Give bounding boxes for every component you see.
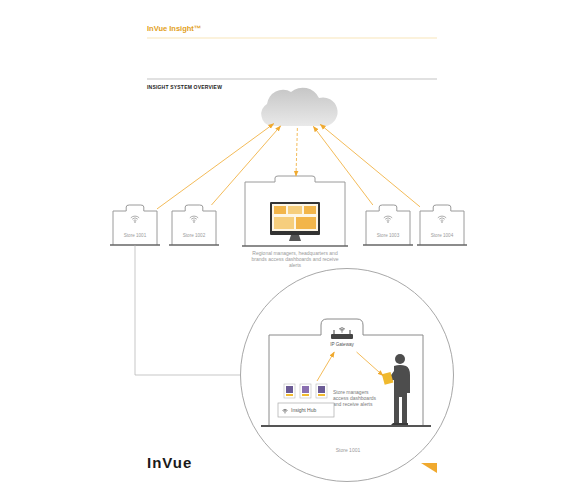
device-tile (316, 384, 327, 398)
device-tile (284, 384, 295, 398)
wifi-arc (339, 328, 345, 329)
dashboard-panel (274, 206, 286, 214)
building-outline (172, 205, 216, 245)
wifi-dot (387, 221, 389, 223)
section-rule (147, 79, 437, 80)
monitor-screen (272, 204, 318, 231)
store-building-graphic (420, 205, 464, 245)
store-building: Store 1002 (172, 205, 216, 245)
hub-label: Insight Hub (291, 407, 335, 413)
device-strip (318, 394, 325, 396)
store-building-graphic (113, 205, 157, 245)
store-label: Store 1002 (168, 233, 220, 239)
store-manager: Store managers access dashboards and rec… (383, 353, 413, 425)
building-outline (113, 205, 157, 245)
ip-gateway-graphic (321, 326, 363, 352)
device-screen (286, 386, 293, 393)
wifi-arc (191, 218, 197, 219)
connector (135, 245, 240, 375)
store-building-graphic (172, 205, 216, 245)
wifi-arc (282, 409, 287, 410)
person-feet (391, 423, 408, 425)
headquarters-building-graphic (245, 176, 345, 246)
dashboard-panel (274, 217, 294, 229)
gateway-label: IP Gateway (311, 342, 373, 348)
device-strip (286, 394, 293, 396)
wifi-arc (441, 220, 444, 222)
device-tile (300, 384, 311, 398)
dashboard-panel (304, 206, 316, 214)
store-building: Store 1003 (366, 205, 410, 245)
building-floor (261, 425, 431, 427)
brand-logo: InVue (147, 454, 192, 471)
wifi-dot (193, 221, 195, 223)
hub-box (278, 403, 334, 417)
router-body (331, 334, 353, 339)
dashboard-panel (296, 217, 316, 229)
building-outline (366, 205, 410, 245)
wifi-arc (131, 216, 139, 218)
wifi-dot (341, 331, 342, 332)
wifi-arc (438, 216, 446, 218)
manager-note: Store managers access dashboards and rec… (333, 389, 380, 407)
person-head (395, 354, 405, 364)
headquarters-note: Regional managers, headquarters and bran… (250, 250, 340, 268)
store-label: Store 1001 (241, 447, 455, 453)
wifi-arc (439, 218, 445, 219)
wifi-dot (284, 412, 286, 414)
wifi-arc (283, 410, 286, 412)
wifi-arc (340, 329, 344, 331)
store-manager-graphic (383, 353, 413, 425)
wifi-arc (132, 218, 138, 219)
store-label: Store 1001 (109, 233, 161, 239)
connector (296, 128, 297, 176)
building-base (169, 244, 219, 245)
wifi-dot (441, 221, 443, 223)
device-strip (302, 394, 309, 396)
wifi-arc (387, 220, 390, 222)
store-building: Store 1001 (113, 205, 157, 245)
device-screen (318, 386, 325, 393)
building-base (363, 244, 413, 245)
device-screen (302, 386, 309, 393)
monitor-frame (270, 202, 320, 235)
building-outline (269, 319, 423, 426)
wifi-dot (134, 221, 136, 223)
store-label: Store 1003 (362, 233, 414, 239)
store-detail-circle: Store 1001 IP GatewayStore managers acces… (240, 268, 454, 482)
building-base (110, 244, 160, 245)
title-rule (147, 38, 437, 39)
corner-triangle (421, 463, 437, 473)
tablet (382, 372, 394, 385)
wifi-arc (384, 216, 392, 218)
store-label: Store 1004 (416, 233, 468, 239)
router-antenna (334, 330, 350, 334)
insight-hub: Insight Hub (278, 381, 334, 418)
building-base (417, 244, 467, 245)
store-building: Store 1004 (420, 205, 464, 245)
section-heading: INSIGHT SYSTEM OVERVIEW (147, 84, 222, 90)
building-outline (245, 176, 345, 246)
wifi-arc (284, 411, 286, 412)
page-title: InVue Insight™ (147, 24, 201, 33)
person-body (389, 365, 410, 423)
cloud-shape-graphic (257, 84, 339, 128)
cloud-outline (261, 88, 337, 126)
ip-gateway: IP Gateway (321, 326, 363, 352)
wifi-arc (385, 218, 391, 219)
monitor-stand (289, 235, 301, 241)
store-building-graphic (366, 205, 410, 245)
dashboard-panel (288, 206, 302, 214)
building-outline (420, 205, 464, 245)
wifi-arc (134, 220, 137, 222)
wifi-arc (341, 330, 343, 331)
wifi-arc (190, 216, 198, 218)
building-base (242, 245, 348, 246)
headquarters-building: Regional managers, headquarters and bran… (245, 176, 345, 246)
wifi-arc (193, 220, 196, 222)
cloud-shape (257, 84, 339, 128)
